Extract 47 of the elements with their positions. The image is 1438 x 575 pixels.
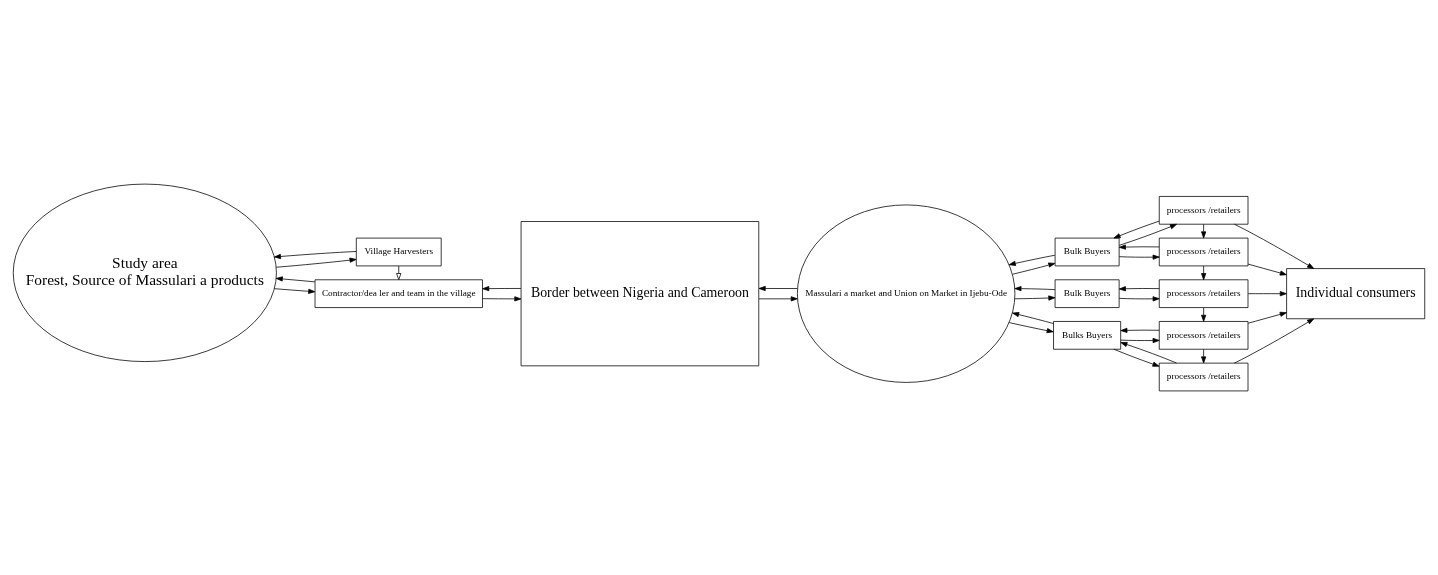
- node-box: processors /retailers: [1158, 279, 1249, 308]
- node-box: processors /retailers: [1158, 362, 1249, 392]
- node-box: Bulk Buyers: [1054, 279, 1120, 308]
- arrow: [275, 276, 316, 283]
- arrow: [1247, 311, 1287, 324]
- node-box: Village Harvesters: [355, 237, 442, 267]
- arrow: [1233, 318, 1315, 364]
- arrow: [1118, 296, 1160, 302]
- arrow: [1113, 348, 1160, 367]
- arrow: [1247, 263, 1287, 276]
- arrow: [275, 257, 357, 268]
- arrow: [1008, 254, 1056, 266]
- arrow: [396, 265, 402, 281]
- arrow: [1014, 286, 1056, 292]
- arrow: [1233, 223, 1315, 269]
- arrow: [1201, 349, 1207, 364]
- arrow: [1008, 322, 1054, 334]
- arrow: [1201, 307, 1207, 322]
- arrow: [274, 251, 357, 260]
- node-box: processors /retailers: [1158, 237, 1249, 267]
- arrow: [1118, 244, 1160, 250]
- node-ellipse: Study area Forest, Source of Massulari a products: [12, 183, 277, 362]
- arrow: [482, 286, 522, 292]
- arrow: [1012, 262, 1056, 275]
- node-box: Individual consumers: [1286, 268, 1426, 320]
- arrow: [1118, 286, 1160, 292]
- arrow: [758, 285, 798, 291]
- arrow: [758, 296, 798, 302]
- arrow: [274, 288, 316, 294]
- arrow: [1118, 254, 1160, 260]
- arrow: [1201, 224, 1207, 239]
- arrow: [1113, 220, 1160, 239]
- arrow: [1014, 295, 1056, 301]
- node-box: Bulks Buyers: [1053, 321, 1122, 350]
- node-box: Border between Nigeria and Cameroon: [520, 221, 760, 367]
- arrow: [1120, 342, 1177, 364]
- arrow: [482, 296, 522, 302]
- arrow: [1012, 312, 1054, 324]
- arrow: [1120, 327, 1160, 333]
- node-box: processors /retailers: [1158, 321, 1249, 350]
- node-box: Bulk Buyers: [1054, 237, 1120, 267]
- node-box: processors /retailers: [1158, 196, 1249, 225]
- arrow: [1120, 337, 1160, 344]
- arrow: [1247, 291, 1287, 297]
- arrow: [1201, 265, 1207, 281]
- arrow: [1118, 223, 1177, 246]
- node-box: Contractor/dea ler and team in the village: [314, 279, 483, 308]
